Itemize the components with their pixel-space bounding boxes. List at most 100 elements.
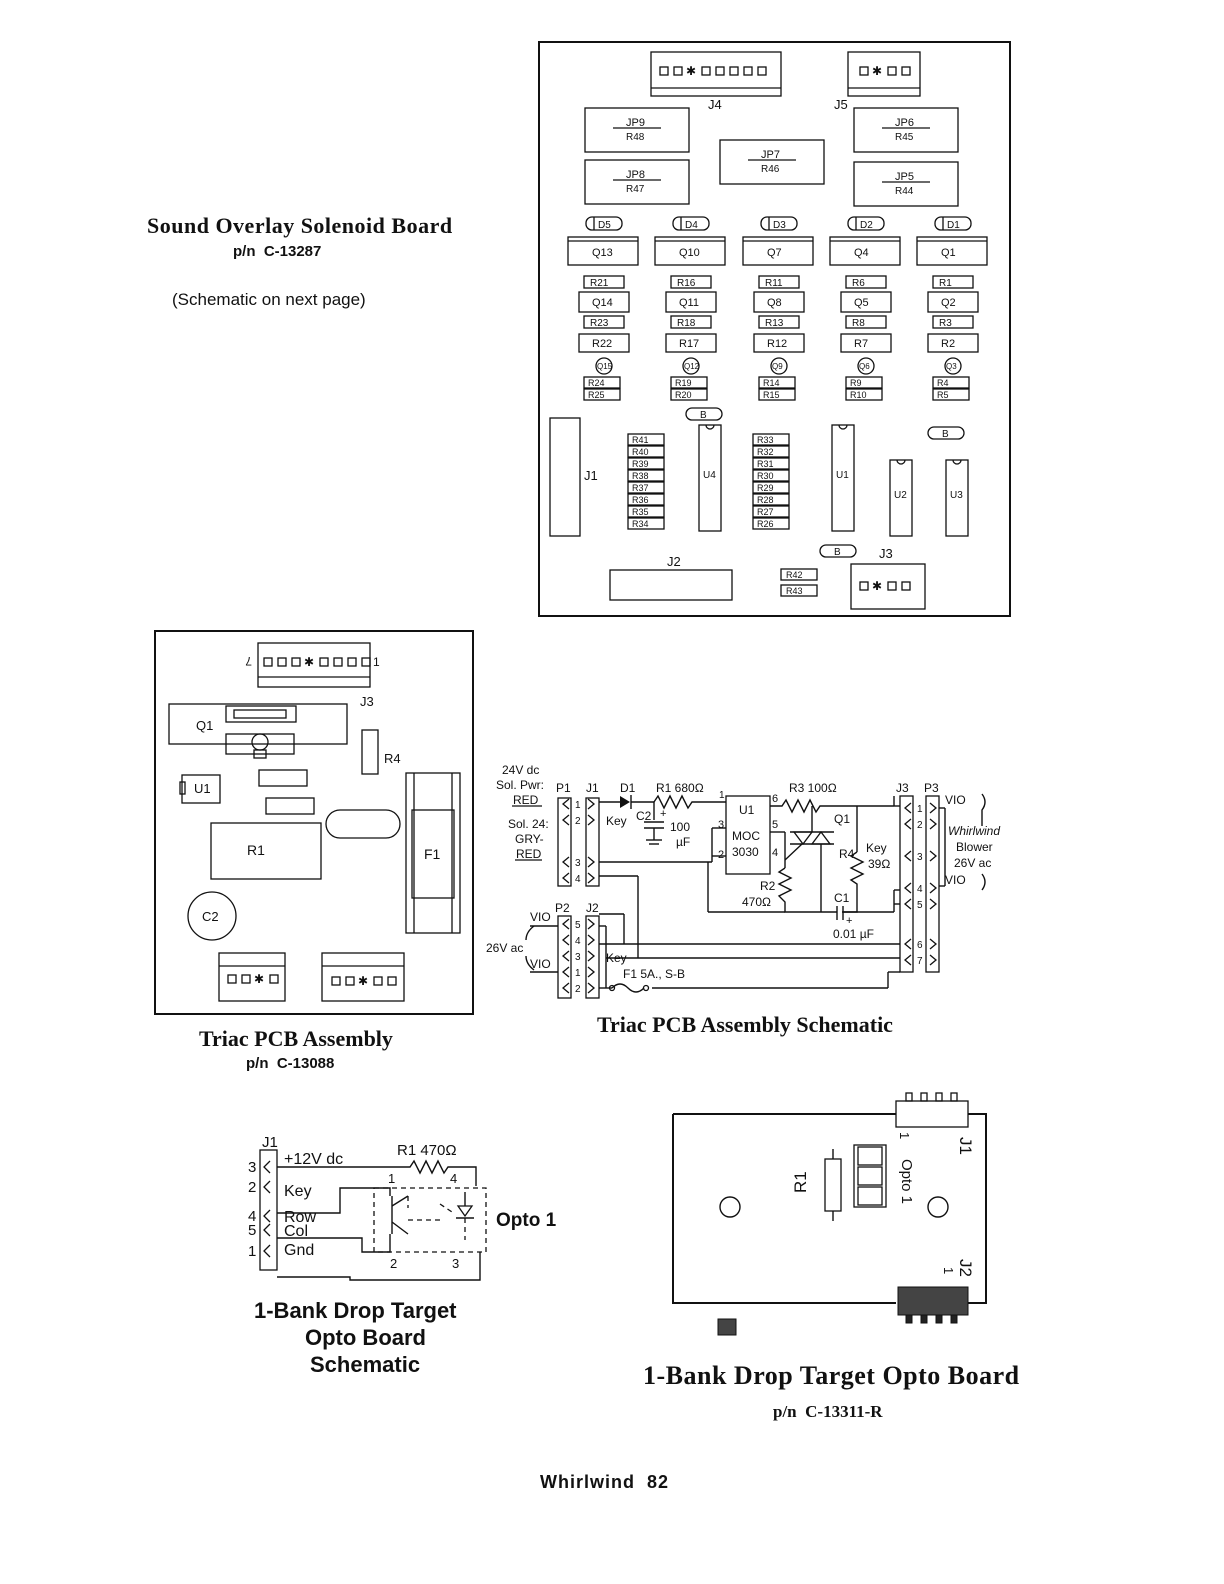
svg-text:J2: J2 xyxy=(586,901,599,915)
opto-schematic-title-2: Opto Board xyxy=(305,1325,426,1350)
opto-j2-pin xyxy=(935,1314,943,1324)
resistor xyxy=(845,275,887,289)
small-transistor-label: Q14 xyxy=(592,297,613,309)
resistor xyxy=(583,376,621,389)
svg-text:VIO: VIO xyxy=(945,793,966,807)
resistor-label: R3 xyxy=(939,318,952,329)
svg-text:Whirlwind: Whirlwind xyxy=(948,824,1000,838)
svg-text:R1 470Ω: R1 470Ω xyxy=(397,1142,457,1159)
diode-label: D5 xyxy=(598,220,611,231)
stack-a-resistor-label: R37 xyxy=(632,483,649,493)
p1-chevron xyxy=(561,814,570,826)
jumper-box xyxy=(719,139,825,185)
svg-text:VIO: VIO xyxy=(530,957,551,971)
jumper-label: JP7 xyxy=(761,149,780,161)
svg-text:U1: U1 xyxy=(739,803,755,817)
opto-signal-label: +12V dc xyxy=(284,1151,343,1168)
ic-chip xyxy=(698,424,722,532)
svg-text:6: 6 xyxy=(772,793,778,805)
opto-pin-number: 2 xyxy=(248,1179,256,1196)
r43-label: R43 xyxy=(786,586,803,596)
p2-pin-number: 3 xyxy=(575,952,581,963)
p1-chevron xyxy=(587,798,596,810)
p1-chevron xyxy=(561,872,570,884)
jumper-box xyxy=(853,161,959,207)
small-transistor xyxy=(753,291,805,313)
bypass-cap xyxy=(927,426,965,440)
p1-chevron xyxy=(561,856,570,868)
diode-label: D2 xyxy=(860,220,873,231)
resistor xyxy=(932,376,970,389)
j3-label: J3 xyxy=(879,546,893,561)
svg-text:5: 5 xyxy=(772,819,778,831)
stack-b-resistor xyxy=(752,517,790,530)
ic-notch xyxy=(838,424,848,430)
resistor xyxy=(927,333,979,353)
triac-schematic-title: Triac PCB Assembly Schematic xyxy=(597,1012,893,1037)
p3-chevron xyxy=(903,882,912,894)
resistor-label: R11 xyxy=(765,278,783,289)
svg-text:J1: J1 xyxy=(262,1134,278,1151)
opto-pin-chevron xyxy=(263,1244,271,1258)
transistor-label: Q13 xyxy=(592,247,613,259)
stack-b-resistor-label: R27 xyxy=(757,507,774,517)
jumper-label: JP8 xyxy=(626,169,645,181)
resistor xyxy=(583,315,625,329)
p2-chevron xyxy=(587,918,596,930)
svg-text:3: 3 xyxy=(452,1256,459,1271)
stack-a-resistor xyxy=(627,445,665,458)
schematic-note: (Schematic on next page) xyxy=(172,290,366,309)
j3-pin xyxy=(901,581,911,591)
resistor-label: R8 xyxy=(852,318,865,329)
resistor-label: R19 xyxy=(675,378,692,388)
resistor xyxy=(758,275,800,289)
opto-pin-number: 5 xyxy=(248,1222,256,1239)
stack-b-resistor xyxy=(752,433,790,446)
triac-j3-pin xyxy=(361,657,371,667)
svg-text:+: + xyxy=(846,915,852,927)
svg-text:Sol. 24:: Sol. 24: xyxy=(508,817,549,831)
p2-chevron xyxy=(587,950,596,962)
jumper-resistor-label: R47 xyxy=(626,184,645,195)
j3-pin xyxy=(887,581,897,591)
opto-board-title: 1-Bank Drop Target Opto Board xyxy=(643,1361,1020,1390)
jumper-label: JP5 xyxy=(895,171,914,183)
p2-chevron xyxy=(587,982,596,994)
opto-signal-label: Col xyxy=(284,1223,308,1240)
diode-label: D1 xyxy=(947,220,960,231)
triac-conn-b-pin xyxy=(387,976,397,986)
svg-text:D1: D1 xyxy=(620,781,636,795)
svg-text:26V ac: 26V ac xyxy=(486,941,523,955)
j4-pin xyxy=(673,66,683,76)
bypass-cap xyxy=(685,407,723,421)
p3-pin-number: 6 xyxy=(917,940,923,951)
stack-a-resistor-label: R40 xyxy=(632,447,649,457)
ic-chip xyxy=(945,459,969,537)
resistor-label: R4 xyxy=(937,378,949,388)
stack-b-resistor-label: R33 xyxy=(757,435,774,445)
resistor xyxy=(670,275,712,289)
sound-board-part-number: p/n C-13287 xyxy=(233,243,322,260)
jumper-resistor-label: R46 xyxy=(761,164,780,175)
diode xyxy=(585,216,623,231)
jumper-label: JP6 xyxy=(895,117,914,129)
svg-text:R3 100Ω: R3 100Ω xyxy=(789,781,837,795)
page-footer: Whirlwind 82 xyxy=(540,1472,670,1492)
opto-signal-label: Key xyxy=(284,1183,312,1200)
j4-label: J4 xyxy=(708,97,722,112)
signal-transistor-label: Q9 xyxy=(772,362,783,371)
triac-schematic: 24V dc Sol. Pwr: P1 RED Sol. 24: GRY- RE… xyxy=(486,763,1000,999)
stack-a-resistor-label: R35 xyxy=(632,507,649,517)
triac-conn-a-pin xyxy=(241,974,251,984)
transistor-label: Q7 xyxy=(767,247,782,259)
resistor xyxy=(845,315,887,329)
diode xyxy=(847,216,885,231)
stack-b-resistor-label: R29 xyxy=(757,483,774,493)
ic-notch xyxy=(896,459,906,465)
opto-pin-chevron xyxy=(263,1223,271,1237)
resistor-label: R2 xyxy=(941,338,955,350)
resistor-label: R17 xyxy=(679,338,699,350)
p3-chevron xyxy=(929,898,938,910)
